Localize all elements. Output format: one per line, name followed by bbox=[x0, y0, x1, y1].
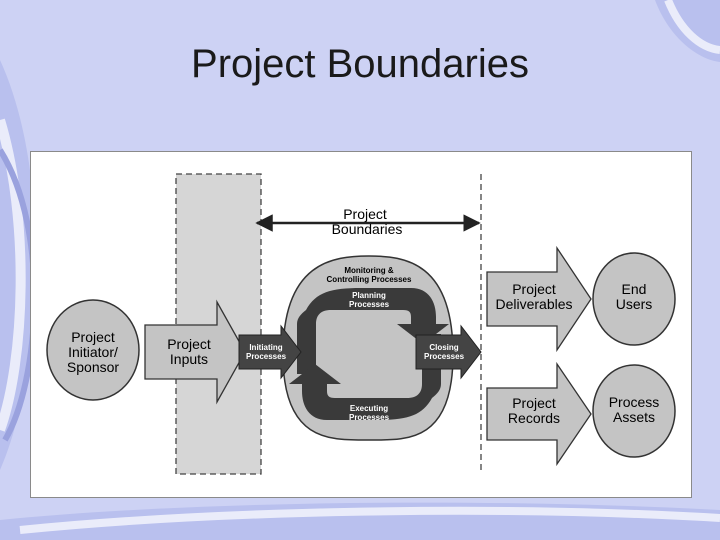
initiating-label-line1: Initiating bbox=[249, 343, 282, 352]
executing-label-line2: Processes bbox=[349, 413, 390, 422]
closing-label-line2: Processes bbox=[424, 352, 465, 361]
project-boundaries-diagram: Project Boundaries Project Initiator/ Sp… bbox=[30, 151, 692, 498]
monitoring-label-line2: Controlling Processes bbox=[327, 275, 412, 284]
planning-label-line2: Processes bbox=[349, 300, 390, 309]
records-label-line2: Records bbox=[508, 410, 560, 426]
project-inputs-arrow bbox=[144, 299, 246, 405]
records-label-line1: Project bbox=[512, 395, 556, 411]
inputs-label-line1: Project bbox=[167, 336, 211, 352]
boundary-label-line1: Project bbox=[343, 206, 387, 222]
bottom-swoosh-highlight bbox=[19, 506, 720, 534]
left-swoosh-highlight bbox=[0, 118, 26, 432]
top-right-swoosh-highlight bbox=[664, 0, 720, 54]
process-assets-label-line2: Assets bbox=[613, 409, 655, 425]
initiating-processes-arrow bbox=[238, 324, 302, 380]
process-assets-circle bbox=[592, 364, 676, 458]
closing-label-line1: Closing bbox=[429, 343, 458, 352]
deliverables-label-line2: Deliverables bbox=[495, 296, 572, 312]
end-users-circle bbox=[592, 252, 676, 346]
process-cycle-arrows: Planning Processes Executing Processes bbox=[289, 288, 449, 422]
project-records-arrow bbox=[486, 361, 592, 467]
initiator-label-line3: Sponsor bbox=[67, 359, 119, 375]
end-users-label-line2: Users bbox=[616, 296, 653, 312]
slide-title: Project Boundaries bbox=[191, 42, 529, 86]
initiating-label-line2: Processes bbox=[246, 352, 287, 361]
initiator-label-line2: Initiator/ bbox=[68, 344, 118, 360]
deliverables-label-line1: Project bbox=[512, 281, 556, 297]
monitoring-label-line1: Monitoring & bbox=[344, 266, 394, 275]
process-assets-label-line1: Process bbox=[609, 394, 660, 410]
executing-label-line1: Executing bbox=[350, 404, 388, 413]
boundary-label-line2: Boundaries bbox=[332, 221, 403, 237]
initiator-circle bbox=[46, 299, 140, 401]
end-users-label-line1: End bbox=[622, 281, 647, 297]
inputs-label-line2: Inputs bbox=[170, 351, 208, 367]
center-gap bbox=[349, 322, 389, 386]
planning-cycle-arrow bbox=[297, 288, 449, 374]
closing-processes-arrow bbox=[415, 324, 482, 380]
executing-cycle-arrow bbox=[289, 334, 441, 420]
planning-label-line1: Planning bbox=[352, 291, 386, 300]
project-deliverables-arrow bbox=[486, 245, 592, 353]
initiator-label-line1: Project bbox=[71, 329, 115, 345]
